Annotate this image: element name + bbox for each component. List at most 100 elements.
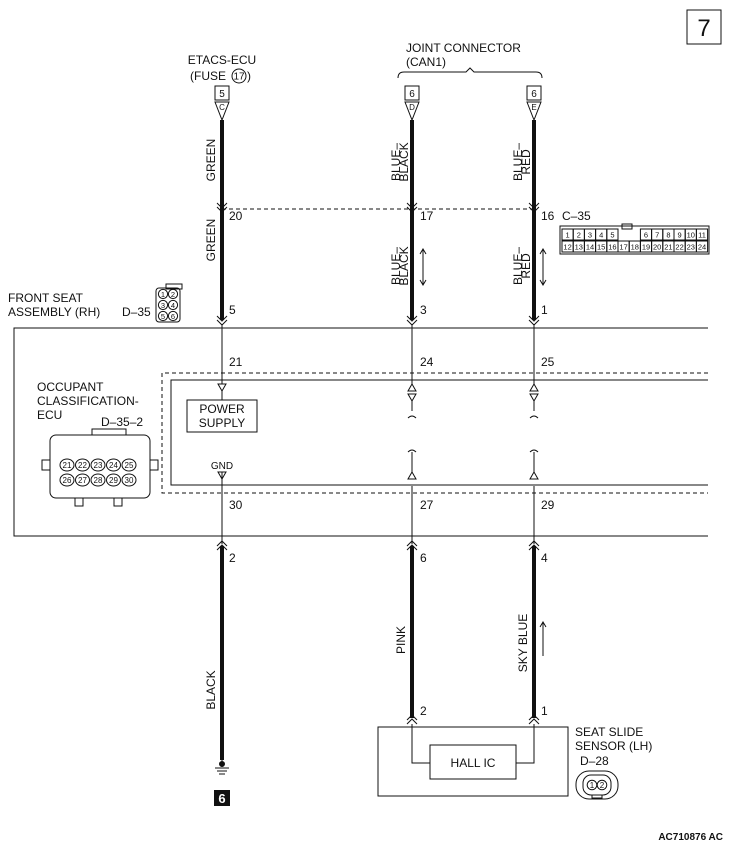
- d35-pin: [157, 310, 169, 322]
- ecu-pin-label: 24: [109, 461, 118, 470]
- gnd-label: GND: [211, 461, 233, 472]
- lower-terminal-2: 2: [229, 551, 236, 565]
- ecu-pin: [121, 473, 137, 487]
- d35-pin: [157, 299, 169, 311]
- c35-pin-label: 16: [608, 243, 616, 252]
- ecu-pin: [106, 458, 121, 472]
- lower-terminal-4: 4: [541, 551, 548, 565]
- front-seat-assembly-line2: ASSEMBLY (RH): [8, 305, 100, 319]
- d28-pin-label: 1: [590, 781, 595, 790]
- fuse-number-circle: [231, 68, 247, 84]
- etacs-ecu-label: ETACS-ECU: [188, 53, 256, 67]
- etacs-terminal: 5 C: [214, 85, 230, 122]
- c35-pin-label: 20: [653, 243, 661, 252]
- c35-pin-label: 23: [687, 243, 695, 252]
- sensor-terminal-1: 1: [541, 704, 548, 718]
- ecu-pin: [121, 458, 137, 472]
- d35-terminal-5: 5: [229, 303, 236, 317]
- wire-label-blue-red-upper-1: BLUE–: [511, 143, 525, 181]
- page-number-box: 7: [686, 9, 722, 45]
- internal-lines: [221, 324, 535, 544]
- c35-pin-label: 6: [644, 231, 648, 240]
- signal-arrows: [419, 248, 547, 656]
- wire-label-blue-black-upper-1: BLUE–: [389, 143, 403, 181]
- front-seat-assembly-line1: FRONT SEAT: [8, 291, 84, 305]
- front-seat-assembly-frame: [13, 327, 708, 537]
- ecu-connector-label: D–35–2: [101, 415, 143, 429]
- d35-pin: [167, 288, 179, 300]
- ecu-pin-label: 22: [78, 461, 87, 470]
- d28-pin: [596, 779, 608, 791]
- svg-text:C: C: [219, 103, 225, 112]
- ground-icon: [215, 760, 229, 775]
- c35-pin-label: 3: [588, 231, 592, 240]
- ecu-pin-label: 28: [94, 476, 103, 485]
- ecu-label-line1: OCCUPANT: [37, 380, 104, 394]
- c35-connector-label: C–35: [562, 209, 591, 223]
- c35-pin-label: 21: [664, 243, 672, 252]
- c35-pin-label: 5: [610, 231, 614, 240]
- c35-pin: [606, 228, 619, 241]
- d35-terminal-3: 3: [420, 303, 427, 317]
- svg-text:SUPPLY: SUPPLY: [199, 416, 245, 430]
- d28-pin-label: 2: [600, 781, 605, 790]
- svg-text:E: E: [531, 103, 536, 112]
- sensor-terminal-2: 2: [420, 704, 427, 718]
- power-supply-box: POWER SUPPLY: [186, 399, 258, 433]
- ground-number-box: [214, 790, 230, 806]
- c35-pin: [695, 240, 709, 253]
- d35-pin: [167, 310, 179, 322]
- c35-pin-label: 19: [642, 243, 650, 252]
- seat-slide-sensor-box: HALL IC: [377, 724, 569, 797]
- svg-text:6: 6: [409, 89, 415, 100]
- c35-pin-label: 13: [575, 243, 583, 252]
- d35-pin-label: 6: [171, 312, 175, 321]
- d35-terminal-1: 1: [541, 303, 548, 317]
- c35-pin-label: 12: [563, 243, 571, 252]
- joint-connector-brace: [397, 67, 543, 79]
- c35-pin: [695, 228, 709, 241]
- c35-pin-label: 2: [577, 231, 581, 240]
- fuse-number: 17: [233, 72, 245, 83]
- d35-pin-label: 4: [171, 301, 175, 310]
- wire-segments: [220, 120, 536, 760]
- ecu-pin: [75, 473, 90, 487]
- joint-connector-label: JOINT CONNECTOR: [406, 41, 521, 55]
- fuse-prefix: (FUSE: [190, 69, 226, 83]
- wire-label-blue-red-middle-2: RED: [519, 253, 533, 279]
- c35-pin-label: 22: [675, 243, 683, 252]
- page-number: 7: [697, 15, 710, 42]
- c35-terminal-20: 20: [229, 209, 243, 223]
- ecu-pin: [90, 473, 106, 487]
- d35-connector-label: D–35: [122, 305, 151, 319]
- c35-pin-label: 10: [687, 231, 695, 240]
- c35-pin-label: 14: [586, 243, 594, 252]
- wire-label-black: BLACK: [204, 670, 218, 709]
- ecu-internal-symbols: [217, 382, 539, 481]
- c35-pin-label: 11: [698, 231, 706, 240]
- svg-text:D: D: [409, 103, 415, 112]
- d35-pin-label: 5: [161, 312, 165, 321]
- ecu-pin: [75, 458, 90, 472]
- svg-text:POWER: POWER: [199, 402, 245, 416]
- svg-text:6: 6: [531, 89, 537, 100]
- c35-terminal-16: 16: [541, 209, 555, 223]
- wire-label-pink: PINK: [394, 626, 408, 654]
- ecu-terminal-30: 30: [229, 498, 243, 512]
- ecu-inner-frame: [170, 379, 708, 486]
- c35-pin-label: 15: [597, 243, 605, 252]
- ecu-dashed-boundary: [161, 372, 708, 494]
- wire-chevrons: [216, 202, 540, 725]
- sensor-label-line1: SEAT SLIDE: [575, 725, 643, 739]
- svg-text:5: 5: [219, 89, 225, 100]
- ecu-terminal-29: 29: [541, 498, 555, 512]
- wire-label-sky-blue: SKY BLUE: [516, 614, 530, 672]
- wire-label-green-middle: GREEN: [204, 219, 218, 262]
- ecu-terminal-24: 24: [420, 355, 434, 369]
- ecu-label-line3: ECU: [37, 408, 62, 422]
- c35-pin-label: 4: [599, 231, 603, 240]
- wire-label-blue-black-middle-1: BLUE–: [389, 247, 403, 285]
- sensor-connector-label: D–28: [580, 754, 609, 768]
